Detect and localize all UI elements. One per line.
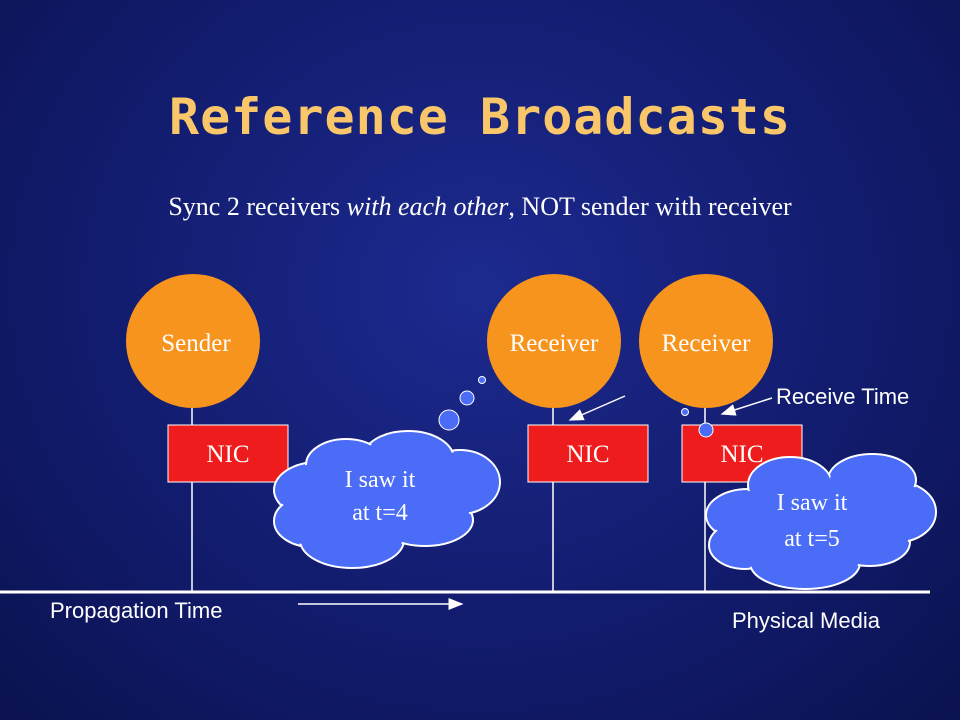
thought-dot-1-medium bbox=[459, 390, 475, 406]
thought-dot-1-small bbox=[478, 376, 486, 384]
sender-node bbox=[126, 274, 260, 408]
thought-dot-1-large bbox=[438, 409, 460, 431]
slide-subtitle: Sync 2 receivers with each other, NOT se… bbox=[0, 192, 960, 222]
receiver-1-node bbox=[487, 274, 621, 408]
thought-cloud-1 bbox=[273, 430, 501, 569]
receiver-2-label: Receiver bbox=[662, 330, 752, 357]
slide-title: Reference Broadcasts bbox=[168, 88, 792, 146]
receiver-2-node bbox=[639, 274, 773, 408]
thought-dot-2-small bbox=[681, 408, 689, 416]
thought-cloud-2 bbox=[705, 453, 937, 590]
thought-cloud-2-line-1: I saw it bbox=[777, 490, 848, 516]
thought-cloud-1-line-2: at t=4 bbox=[352, 500, 408, 526]
subtitle-emphasis: with each other bbox=[346, 192, 509, 221]
thought-dot-2-large bbox=[698, 422, 714, 438]
receive-time-arrow-1 bbox=[568, 395, 626, 421]
sender-nic-label: NIC bbox=[206, 441, 249, 468]
receiver-1-nic-label: NIC bbox=[566, 441, 609, 468]
receiver-2-nic-label: NIC bbox=[720, 441, 763, 468]
receiver-1-nic-box bbox=[527, 424, 649, 483]
physical-media-label: Physical Media bbox=[732, 608, 880, 633]
sender-nic-box bbox=[167, 424, 289, 483]
receive-time-arrow-2 bbox=[720, 397, 773, 416]
receiver-1-label: Receiver bbox=[510, 330, 600, 357]
thought-cloud-1-line-1: I saw it bbox=[345, 467, 416, 493]
propagation-time-label: Propagation Time bbox=[50, 598, 223, 623]
sender-label: Sender bbox=[161, 330, 231, 357]
subtitle-part-1: Sync 2 receivers bbox=[168, 192, 347, 221]
receive-time-label: Receive Time bbox=[776, 384, 910, 409]
subtitle-part-2: , NOT sender with receiver bbox=[508, 192, 792, 221]
thought-cloud-2-line-2: at t=5 bbox=[784, 526, 840, 552]
